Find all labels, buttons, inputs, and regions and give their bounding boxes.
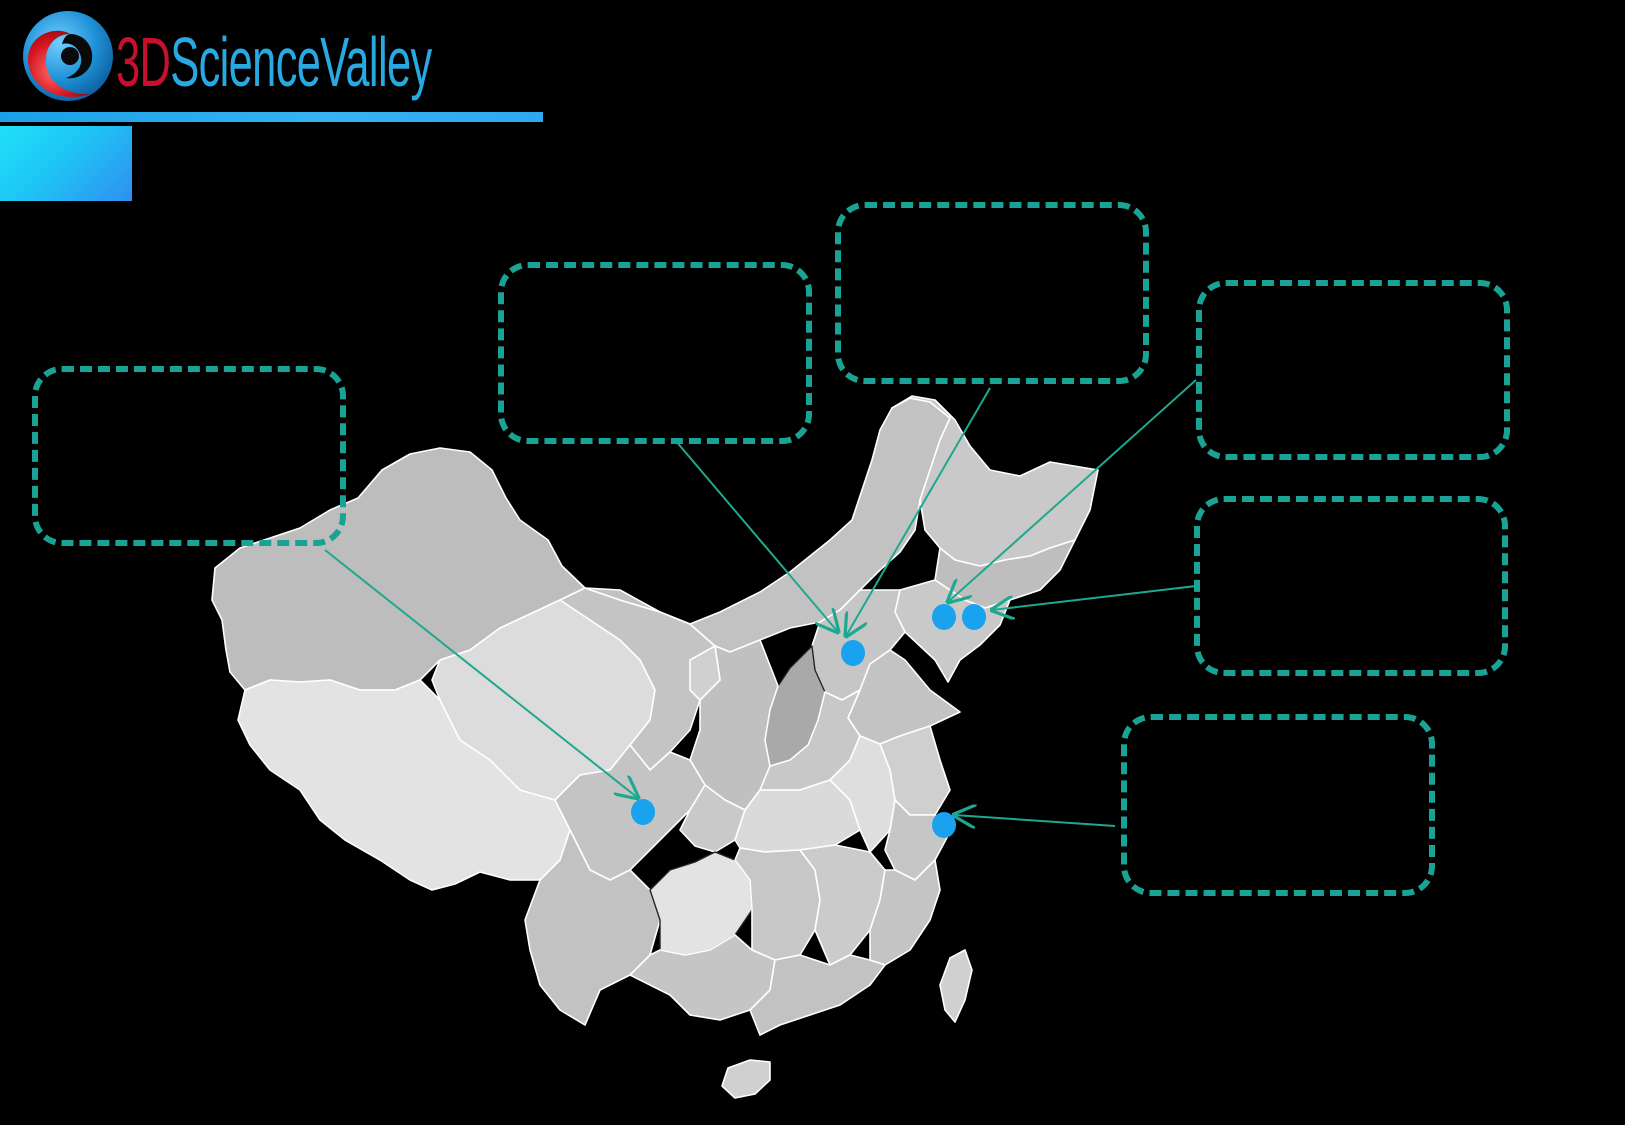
- arrow-north-center: [674, 439, 838, 632]
- region-guangdong: [749, 954, 886, 1036]
- logo-text-3d: 3D: [116, 23, 171, 101]
- arrow-northeast-lower: [992, 585, 1197, 610]
- arrow-north: [846, 387, 991, 636]
- region-jiangsu: [879, 725, 951, 816]
- swirl-logo-icon: [23, 11, 113, 101]
- location-marker-liaoning-east[interactable]: [962, 604, 986, 630]
- region-ningxia: [689, 645, 721, 701]
- callout-north-center: [498, 262, 812, 444]
- callout-northeast-lower: [1194, 496, 1508, 676]
- logo-wordmark: 3DScienceValley: [116, 22, 432, 102]
- callout-east: [1121, 714, 1435, 896]
- callout-north: [835, 202, 1149, 384]
- location-marker-sichuan[interactable]: [631, 799, 655, 825]
- region-hainan: [721, 1059, 771, 1099]
- arrow-east: [954, 815, 1116, 826]
- header-accent-block: [0, 126, 132, 201]
- callout-northeast-upper: [1196, 280, 1510, 460]
- location-marker-jiangsu[interactable]: [932, 812, 956, 838]
- logo-text-sciencevalley: ScienceValley: [170, 23, 432, 101]
- location-marker-liaoning-west[interactable]: [932, 604, 956, 630]
- region-taiwan: [939, 949, 973, 1023]
- location-marker-beijing[interactable]: [841, 640, 865, 666]
- region-jiangxi: [799, 844, 886, 966]
- arrow-northeast-upper: [948, 379, 1197, 602]
- brand-logo: 3DScienceValley: [20, 8, 432, 103]
- header-accent-bar: [0, 112, 543, 122]
- callout-west: [32, 366, 346, 546]
- arrow-west: [324, 549, 638, 798]
